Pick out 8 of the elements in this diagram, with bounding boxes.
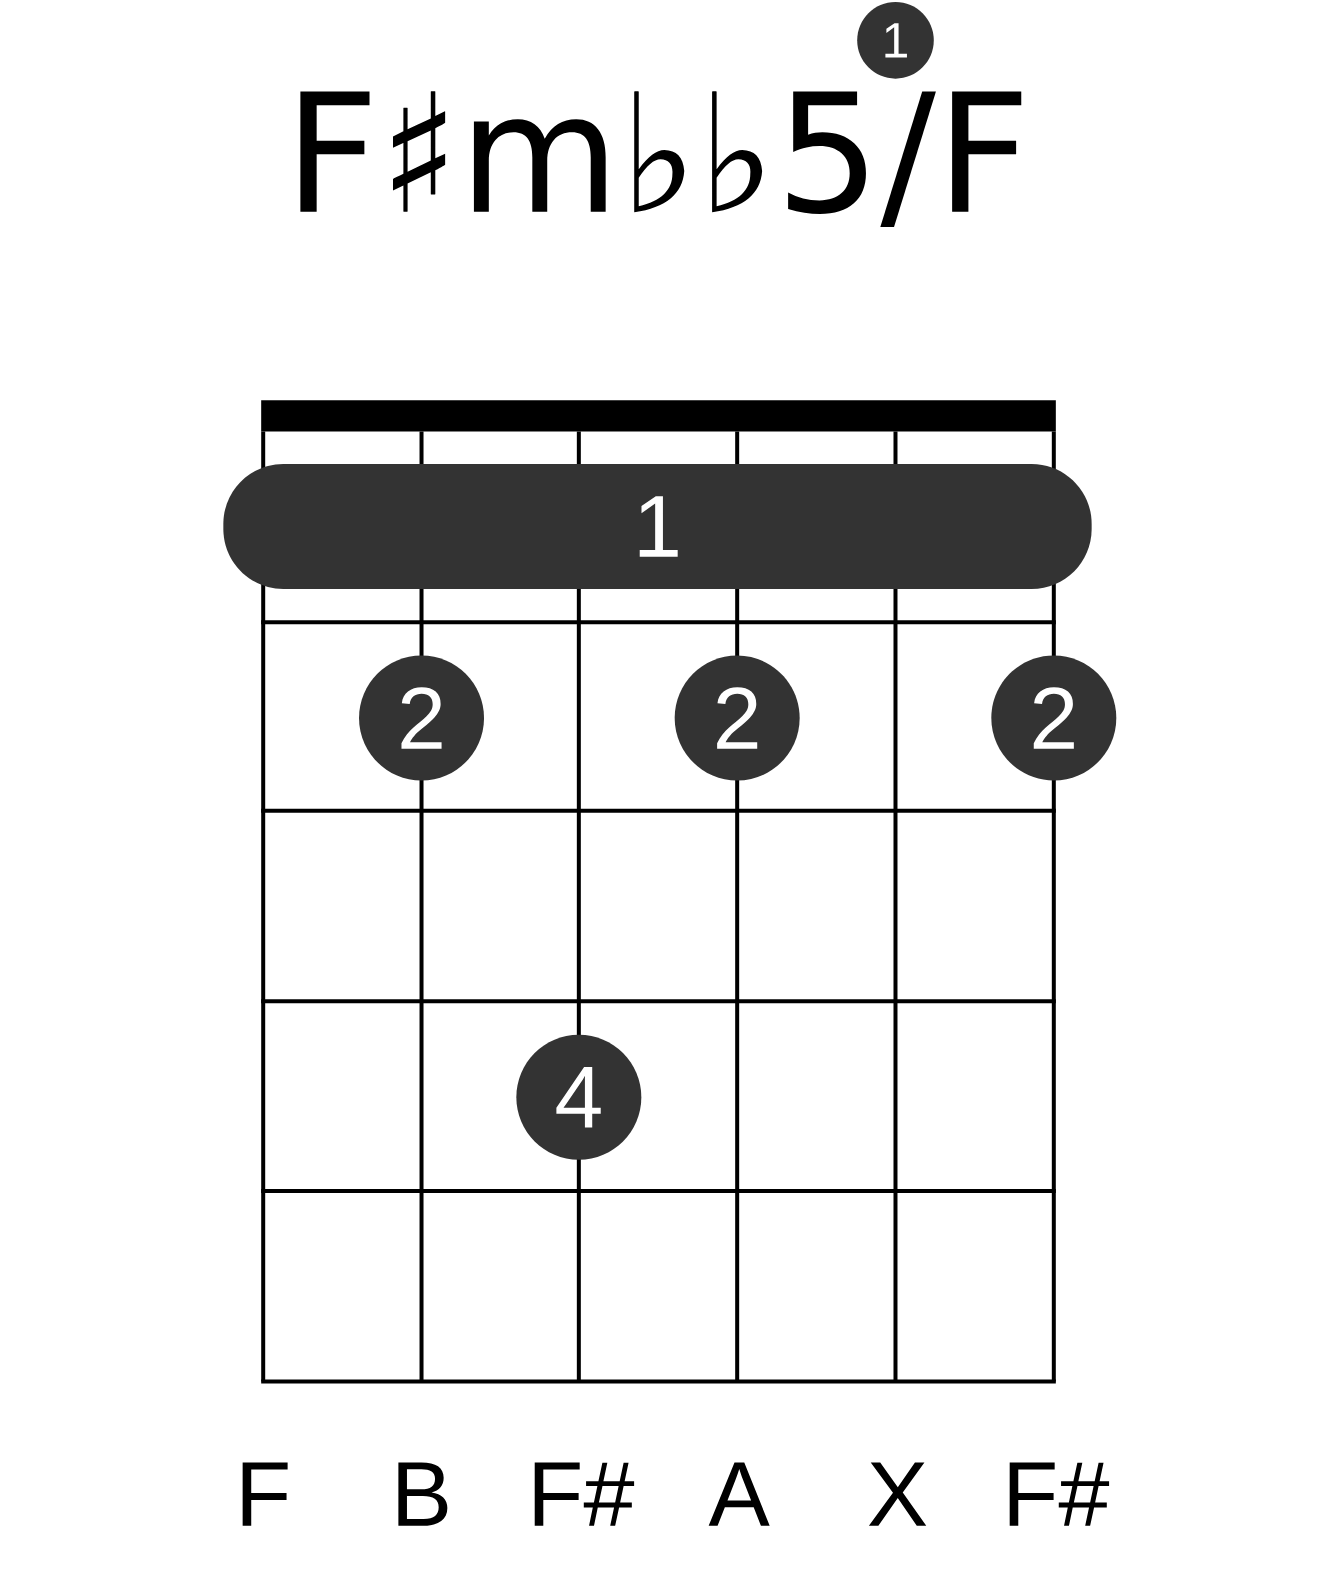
string-note: B (398, 1462, 448, 1526)
string-note: F# (1009, 1462, 1110, 1526)
string-note: X (868, 1462, 927, 1526)
chord-title: F♯m♭♭5/F (300, 91, 1022, 228)
string-note: A (708, 1462, 770, 1526)
string-note: F (242, 1462, 288, 1526)
barre-bar: 1 (223, 463, 1092, 589)
string-note: F# (534, 1462, 635, 1526)
